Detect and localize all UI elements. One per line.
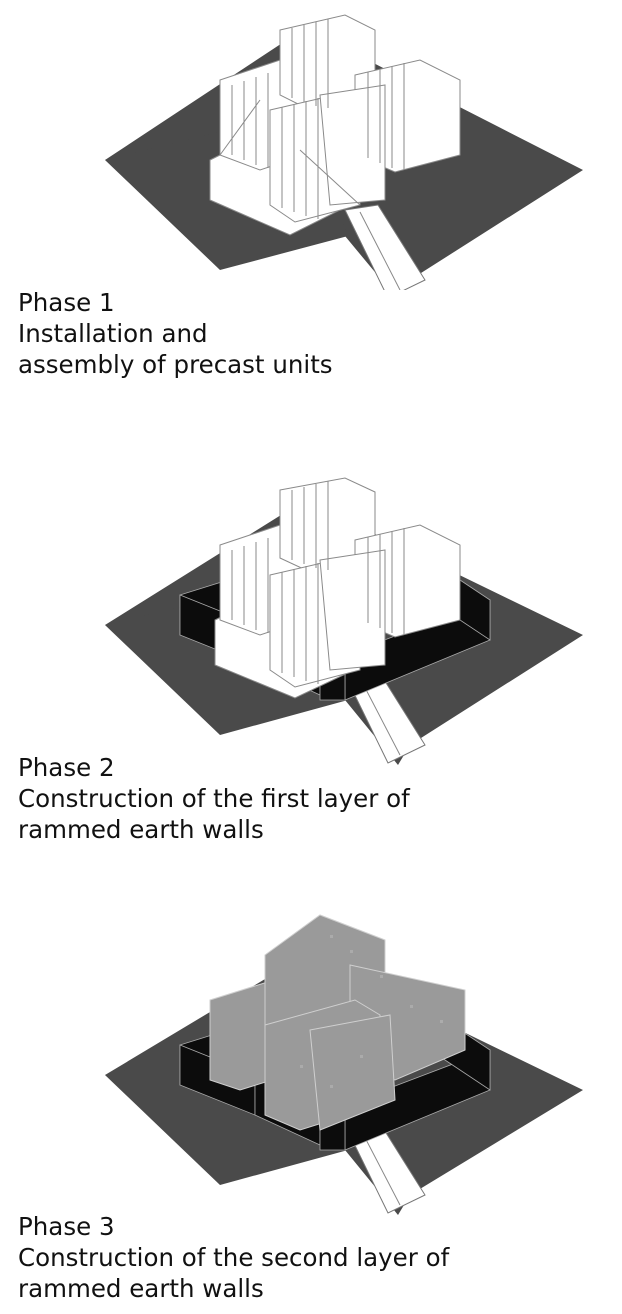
phase-2: Phase 2 Construction of the first layer … bbox=[0, 460, 622, 860]
phase-1-title: Phase 1 bbox=[18, 287, 333, 318]
phase-2-description-line-2: rammed earth walls bbox=[18, 814, 410, 845]
phase-1-description-line-2: assembly of precast units bbox=[18, 349, 333, 380]
phase-1-description-line-1: Installation and bbox=[18, 318, 333, 349]
phase-1-caption: Phase 1 Installation and assembly of pre… bbox=[18, 287, 333, 380]
phase-2-axonometric-diagram bbox=[0, 460, 622, 770]
phase-2-caption: Phase 2 Construction of the first layer … bbox=[18, 752, 410, 845]
phase-3-title: Phase 3 bbox=[18, 1211, 449, 1242]
phase-3-description-line-1: Construction of the second layer of bbox=[18, 1242, 449, 1273]
phase-3-axonometric-diagram bbox=[0, 905, 622, 1220]
phase-3: Phase 3 Construction of the second layer… bbox=[0, 905, 622, 1314]
phase-1-axonometric-diagram bbox=[0, 0, 622, 290]
phase-3-caption: Phase 3 Construction of the second layer… bbox=[18, 1211, 449, 1304]
phase-2-description-line-1: Construction of the first layer of bbox=[18, 783, 410, 814]
phase-3-description-line-2: rammed earth walls bbox=[18, 1273, 449, 1304]
phase-2-title: Phase 2 bbox=[18, 752, 410, 783]
phase-1: Phase 1 Installation and assembly of pre… bbox=[0, 0, 622, 400]
